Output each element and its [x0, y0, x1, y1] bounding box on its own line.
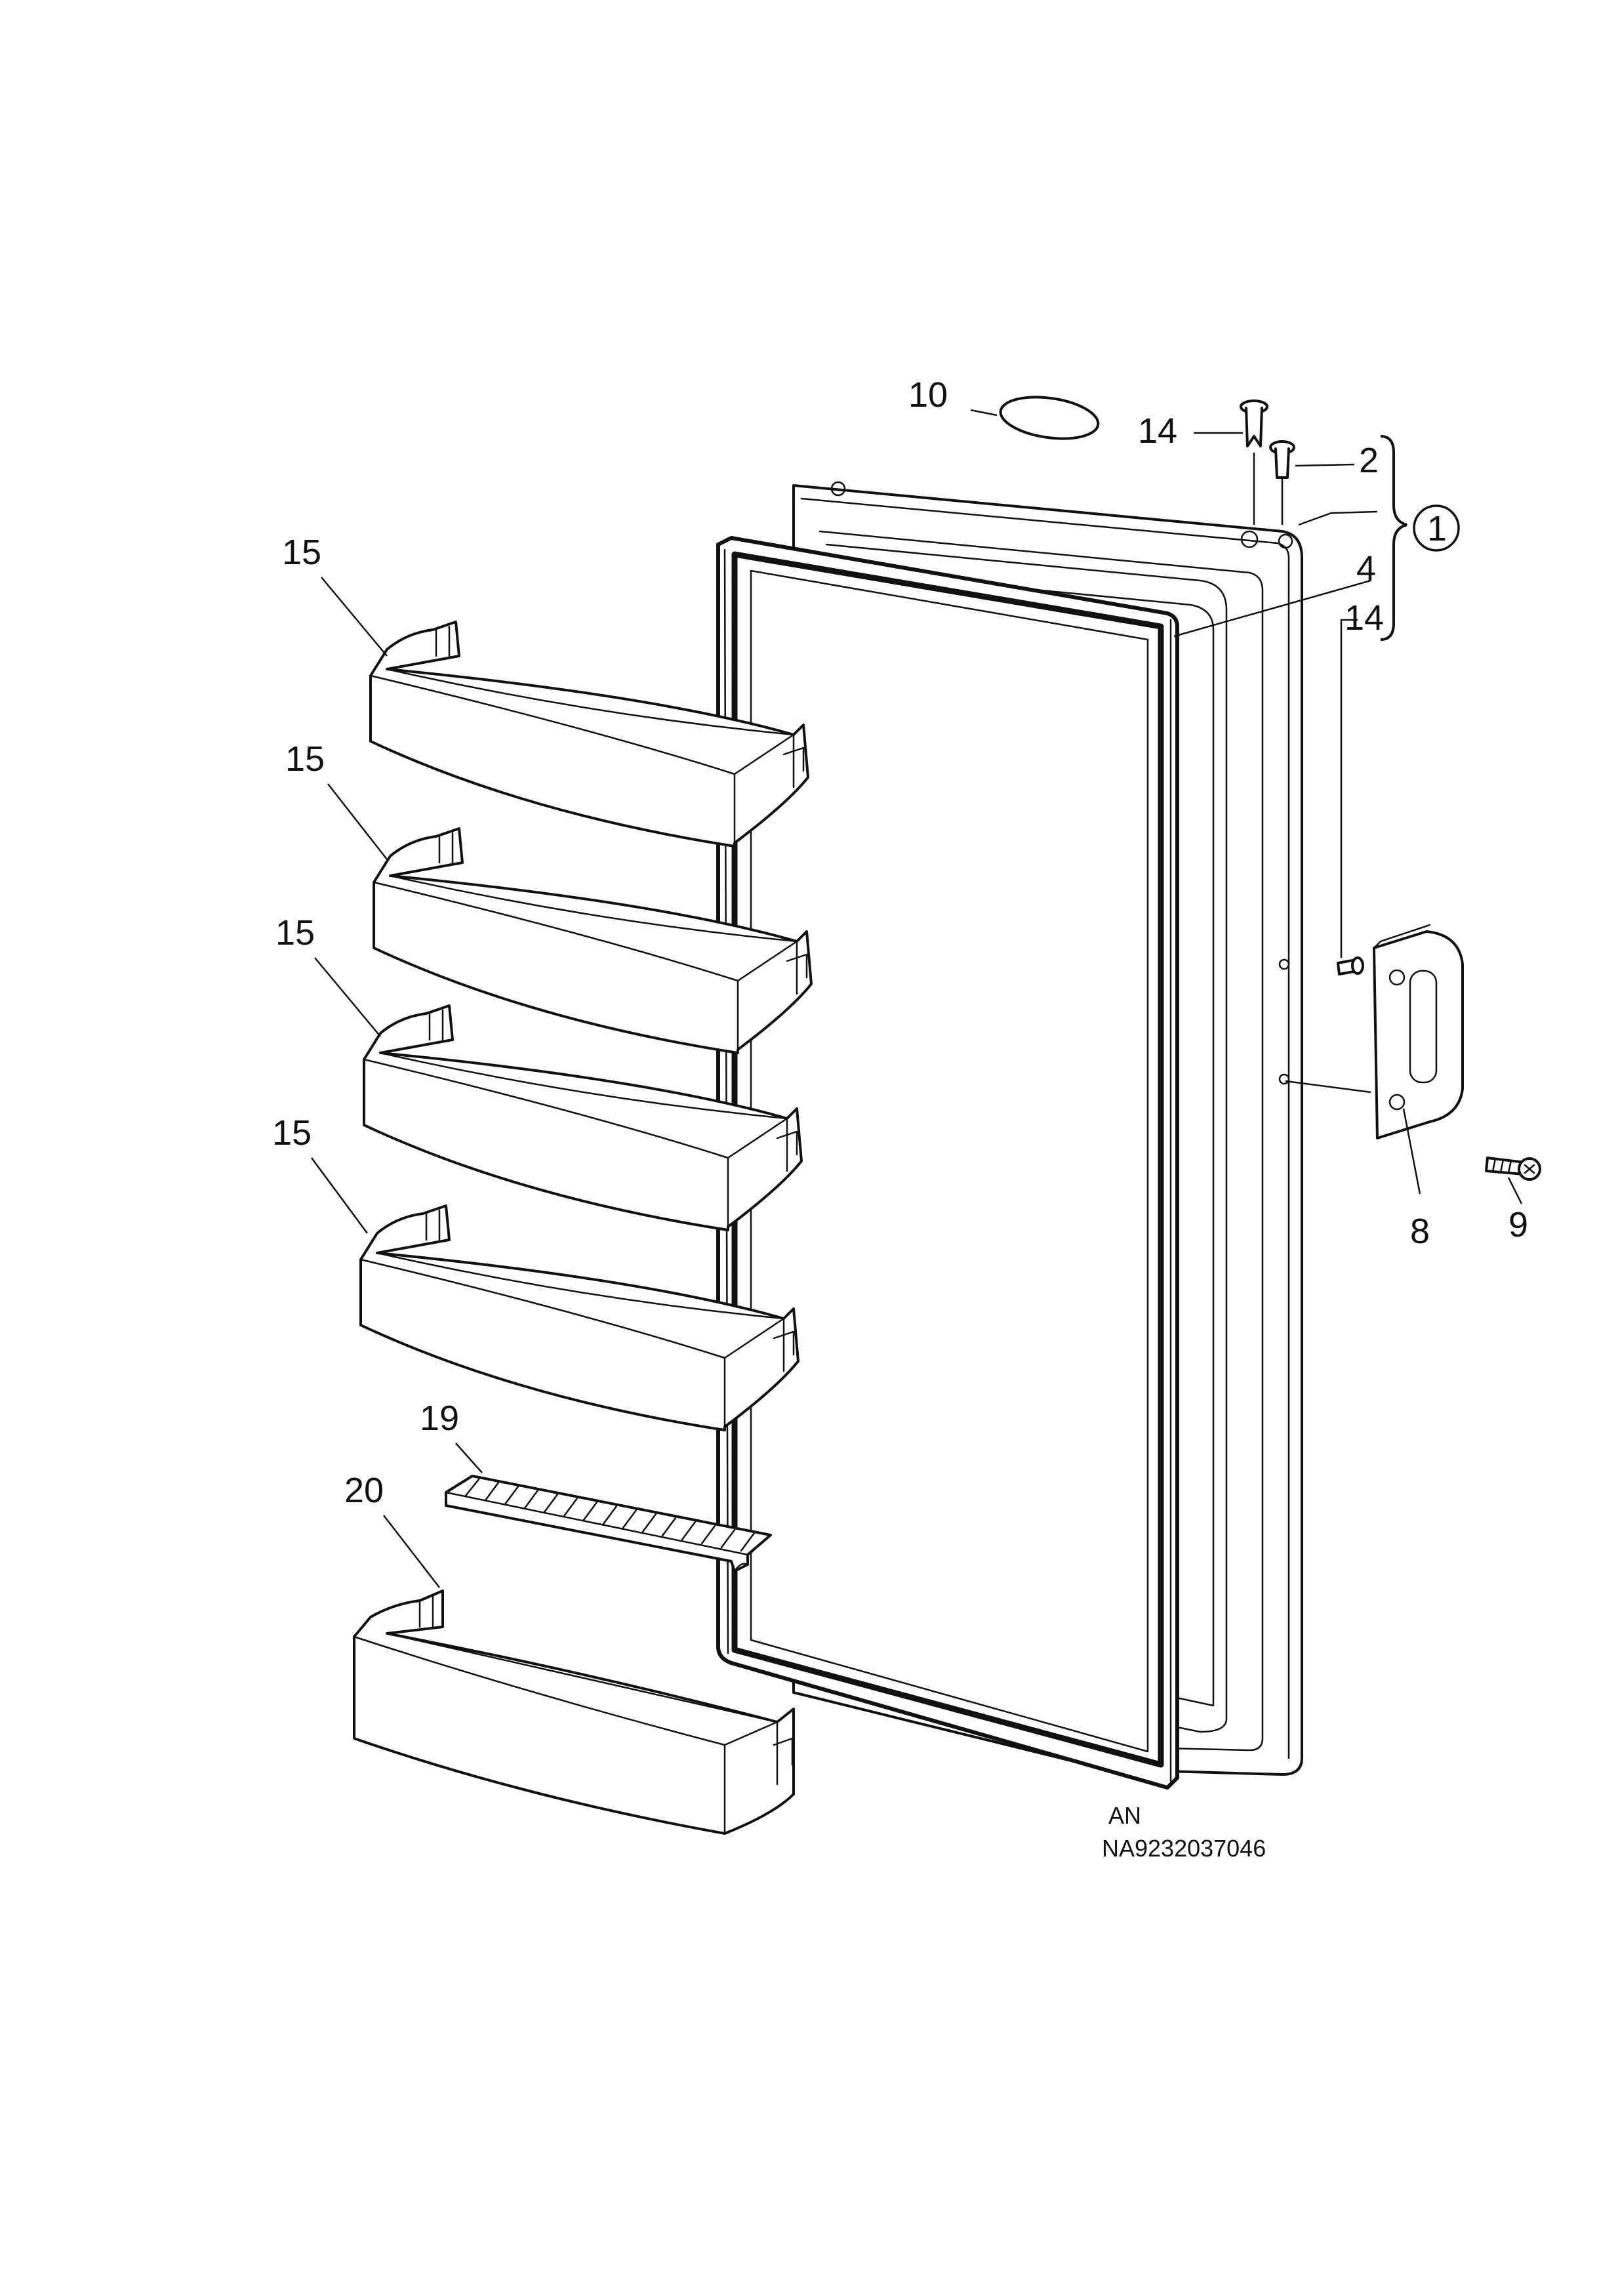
door-handle — [1373, 924, 1464, 1139]
bottom-door-shelf — [353, 1589, 795, 1835]
callout-shelf-3: 15 — [275, 913, 315, 953]
door-shelf-3 — [363, 1004, 803, 1231]
callout-door-gasket: 4 — [1356, 549, 1376, 588]
callout-pin-top: 14 — [1138, 411, 1177, 451]
grille-slats — [464, 1478, 756, 1552]
drawing-code: AN NA9232037046 — [1102, 1802, 1266, 1862]
door-shelf-1 — [369, 621, 809, 848]
callout-gasket-clip: 10 — [908, 375, 948, 415]
side-pin — [1337, 956, 1364, 975]
callout-door-assembly: 1 — [1427, 509, 1447, 548]
callout-pin-side: 14 — [1345, 598, 1384, 638]
drawing-code-line1: AN — [1108, 1802, 1141, 1829]
bottle-grille — [445, 1475, 772, 1572]
leader-lines — [310, 409, 1523, 1588]
door-shelf-2 — [373, 827, 813, 1054]
callout-labels: 10 14 2 1 4 14 15 15 15 15 19 20 8 9 — [272, 375, 1528, 1510]
callout-shelf-4: 15 — [272, 1113, 312, 1153]
callout-bottom-shelf: 20 — [344, 1471, 384, 1510]
callout-handle: 8 — [1410, 1212, 1430, 1251]
callout-screw: 9 — [1508, 1205, 1528, 1244]
callout-shelf-2: 15 — [285, 739, 325, 779]
drawing-code-line2: NA9232037046 — [1102, 1835, 1266, 1862]
gasket-clip — [999, 396, 1100, 440]
hinge-pin — [1269, 440, 1295, 525]
door-shelf-4 — [359, 1204, 799, 1431]
handle-screw — [1485, 1157, 1541, 1181]
callout-shelf-1: 15 — [282, 533, 321, 572]
top-pin — [1240, 400, 1268, 525]
callout-hinge-pin: 2 — [1359, 441, 1379, 480]
callout-grille: 19 — [420, 1399, 459, 1438]
